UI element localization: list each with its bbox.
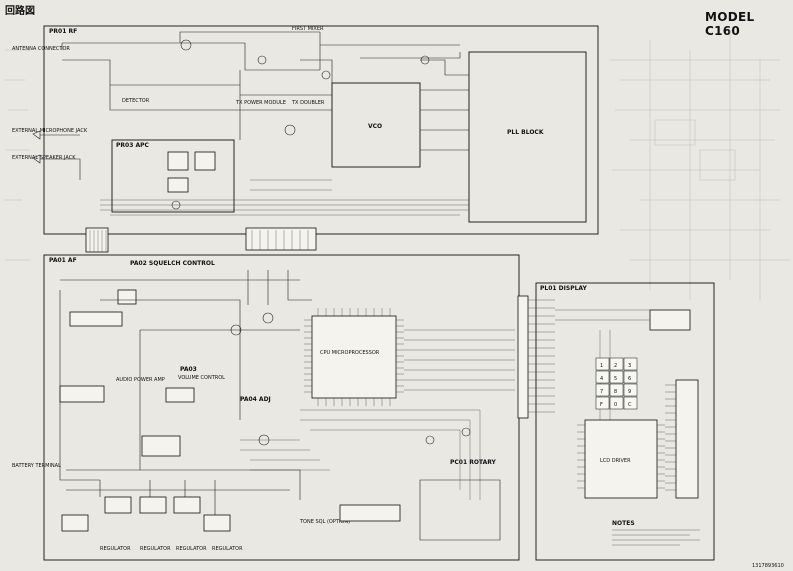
block-pa01-af: PA01 AF PA02 SQUELCH CONTROL CPU MICROPR… (12, 254, 520, 561)
lcd-driver-chip (584, 419, 658, 499)
doc-number: 1317893610 (752, 563, 784, 569)
key-label: 7 (600, 389, 603, 395)
tone-sql-label: TONE SQL (OPTION) (299, 519, 350, 525)
ext-mic-label: EXTERNAL MICROPHONE JACK (12, 128, 88, 134)
page-title: 回路図 (5, 6, 35, 17)
apc-label: PR03 APC (116, 142, 149, 149)
key-label: 5 (614, 376, 617, 382)
tx-doubler-label: TX DOUBLER (291, 100, 325, 106)
key-label: 4 (600, 376, 603, 382)
ext-spk-label: EXTERNAL SPEAKER JACK (12, 155, 76, 161)
regulator-label: REGULATOR (176, 546, 207, 552)
pll-label: PLL BLOCK (507, 129, 544, 136)
key-label: F (600, 402, 603, 408)
battery-label: BATTERY TERMINAL (12, 463, 61, 469)
regulator-label: REGULATOR (212, 546, 243, 552)
regulator-label: REGULATOR (140, 546, 171, 552)
audio-amp-label: AUDIO POWER AMP (116, 377, 165, 383)
apc-box (111, 139, 235, 213)
block-label: PL01 DISPLAY (540, 285, 587, 292)
block-label: PA01 AF (49, 257, 77, 264)
block-pr01-rf: PR01 RF VCO PLL BLOCK PR03 APC (12, 25, 599, 235)
ribbon-connectors (85, 227, 317, 253)
lcd-driver-label: LCD DRIVER (600, 458, 631, 464)
tx-power-label: TX POWER MODULE (235, 100, 286, 106)
antenna-label: ANTENNA CONNECTOR (12, 46, 70, 52)
model-label: MODEL C160 (705, 10, 755, 38)
block-pl01-display: PL01 DISPLAY LCD DRIVER (517, 282, 715, 561)
vco-box (331, 82, 421, 168)
regulator-label: REGULATOR (100, 546, 131, 552)
key-label: 6 (628, 376, 631, 382)
key-label: 0 (614, 402, 617, 408)
pa03-sub-label: VOLUME CONTROL (178, 375, 225, 381)
key-label: 3 (628, 363, 631, 369)
block-label: PR01 RF (49, 28, 77, 35)
cpu-label: CPU MICROPROCESSOR (320, 350, 380, 356)
key-label: 1 (600, 363, 603, 369)
ghost-traces (4, 30, 790, 300)
key-label: 2 (614, 363, 617, 369)
pa03-label: PA03 (180, 366, 197, 373)
key-label: C (628, 402, 632, 408)
vco-label: VCO (368, 123, 382, 130)
notes-label: NOTES (612, 520, 635, 527)
first-mixer-label: FIRST MIXER (292, 26, 324, 32)
pc01-label: PC01 ROTARY (450, 459, 497, 466)
regulator-group: REGULATOR REGULATOR REGULATOR REGULATOR (61, 496, 243, 552)
detector-label: DETECTOR (122, 98, 150, 104)
key-label: 9 (628, 389, 631, 395)
cpu-chip (311, 315, 397, 399)
pll-box (468, 51, 587, 223)
key-label: 8 (614, 389, 617, 395)
squelch-label: PA02 SQUELCH CONTROL (130, 260, 215, 267)
keypad-grid: 1 2 3 4 5 6 7 8 9 F 0 C (595, 357, 638, 410)
pa04-label: PA04 ADJ (240, 396, 271, 403)
